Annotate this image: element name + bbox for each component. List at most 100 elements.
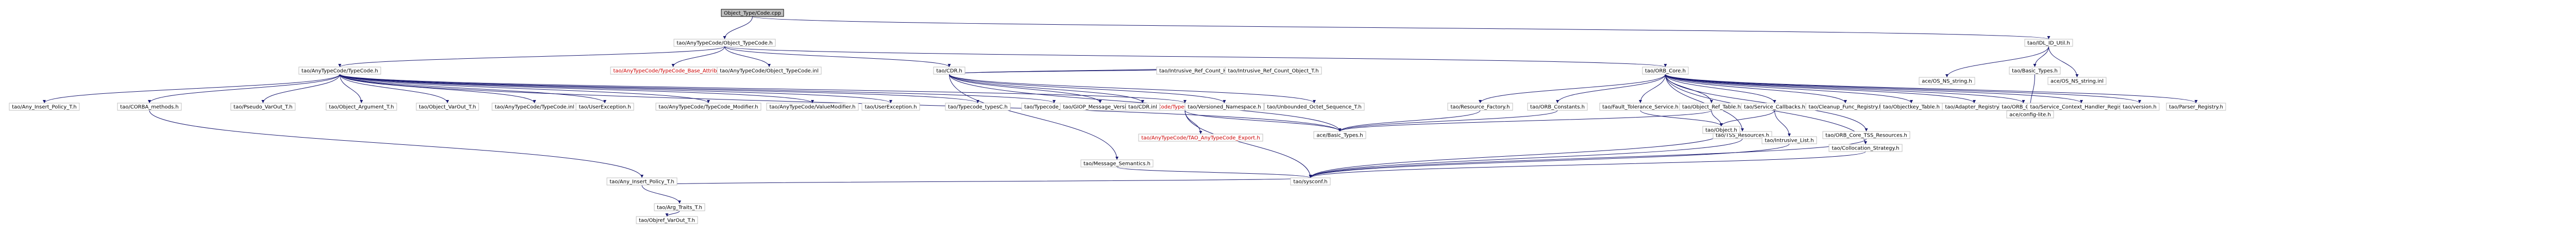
header-node[interactable]: tao/AnyTypeCode/TypeCode.h xyxy=(298,66,381,75)
header-node[interactable]: tao/Unbounded_Octet_Sequence_T.h xyxy=(1264,103,1365,111)
header-node[interactable]: tao/Object.h xyxy=(1702,126,1740,134)
include-edge xyxy=(1338,110,1712,132)
header-node[interactable]: tao/AnyTypeCode/TypeCode_Modifier.h xyxy=(655,103,761,111)
header-node[interactable]: ace/config-lite.h xyxy=(2006,110,2054,119)
header-node[interactable]: tao/Pseudo_VarOut_T.h xyxy=(230,103,296,111)
node-label: tao/TSS_Resources.h xyxy=(1716,133,1769,139)
header-node[interactable]: ace/OS_NS_string.h xyxy=(1919,77,1975,85)
header-node[interactable]: tao/Intrusive_Ref_Count_Object_T.h xyxy=(1225,66,1322,75)
include-edge xyxy=(1309,133,1722,178)
include-edge xyxy=(148,74,340,104)
header-node[interactable]: tao/CDR.h xyxy=(933,66,965,75)
header-node[interactable]: tao/Object_Argument_T.h xyxy=(326,103,397,111)
include-edge xyxy=(1665,74,1776,104)
include-edge xyxy=(1338,110,1558,132)
include-edge xyxy=(340,74,449,104)
include-edge xyxy=(949,74,1226,104)
node-label: tao/ORB_Core.inl xyxy=(2002,105,2045,110)
node-label: tao/Message_Semantics.h xyxy=(1083,161,1150,167)
node-label: tao/sysconf.h xyxy=(1293,179,1327,185)
header-node[interactable]: tao/AnyTypeCode/ValueModifier.h xyxy=(766,103,859,111)
include-edge xyxy=(665,210,680,217)
header-node[interactable]: tao/Message_Semantics.h xyxy=(1080,159,1154,168)
header-node[interactable]: tao/UserException.h xyxy=(861,103,920,111)
include-edge xyxy=(1309,138,1743,178)
header-node[interactable]: tao/CORBA_methods.h xyxy=(117,103,182,111)
root-file-node: Object_Type/Code.cpp xyxy=(721,9,784,17)
header-node[interactable]: tao/Versioned_Namespace.h xyxy=(1184,103,1264,111)
header-node[interactable]: tao/Basic_Types.h xyxy=(2009,66,2061,75)
node-label: tao/Cleanup_Func_Registry.h xyxy=(1808,105,1882,110)
include-edge xyxy=(340,74,363,104)
node-label: tao/Parser_Registry.h xyxy=(2169,105,2223,110)
header-node[interactable]: tao/Objectkey_Table.h xyxy=(1880,103,1943,111)
node-label: tao/Typecode_typesC.h xyxy=(948,105,1008,110)
include-edge xyxy=(340,74,710,104)
header-node[interactable]: tao/Any_Insert_Policy_T.h xyxy=(9,103,80,111)
header-node[interactable]: tao/ORB_Constants.h xyxy=(1527,103,1588,111)
node-label: tao/CDR.h xyxy=(936,69,962,74)
header-node[interactable]: tao/Collocation_Strategy.h xyxy=(1828,144,1903,152)
include-edge xyxy=(1309,138,1867,178)
include-edge xyxy=(340,74,979,104)
header-node[interactable]: tao/Fault_Tolerance_Service.h xyxy=(1599,103,1682,111)
header-node[interactable]: tao/Cleanup_Func_Registry.h xyxy=(1805,103,1886,111)
header-node[interactable]: tao/ORB_Core_TSS_Resources.h xyxy=(1822,131,1910,139)
include-edge xyxy=(1116,166,1312,178)
include-edge xyxy=(340,74,1187,104)
header-node[interactable]: tao/version.h xyxy=(2120,103,2160,111)
header-node[interactable]: tao/Service_Context_Handler_Registry.h xyxy=(2027,103,2136,111)
node-label: tao/ORB_Constants.h xyxy=(1530,105,1585,110)
node-label: tao/AnyTypeCode/Object_TypeCode.inl xyxy=(720,69,819,74)
header-node[interactable]: tao/Service_Callbacks.h xyxy=(1741,103,1808,111)
header-node[interactable]: tao/Parser_Registry.h xyxy=(2166,103,2226,111)
header-node[interactable]: tao/Object_VarOut_T.h xyxy=(416,103,479,111)
node-label: tao/Intrusive_Ref_Count_Object_T.h xyxy=(1228,69,1318,74)
header-node[interactable]: tao/ORB_Core.h xyxy=(1642,66,1689,75)
include-edge xyxy=(340,74,814,104)
node-label: tao/CDR.inl xyxy=(1128,105,1157,110)
header-node[interactable]: tao/AnyTypeCode/Object_TypeCode.inl xyxy=(717,66,822,75)
header-node[interactable]: tao/CDR.inl xyxy=(1125,103,1160,111)
header-node[interactable]: tao/AnyTypeCode/TAO_AnyTypeCode_Export.h xyxy=(1138,134,1263,142)
include-edge xyxy=(1665,74,2141,104)
include-edge xyxy=(752,16,2050,40)
header-node[interactable]: ace/OS_NS_string.inl xyxy=(2047,77,2107,85)
header-node[interactable]: tao/AnyTypeCode/Object_TypeCode.h xyxy=(673,39,776,47)
header-node[interactable]: tao/Any_Insert_Policy_T.h xyxy=(606,177,677,186)
node-label: tao/Objref_VarOut_T.h xyxy=(639,218,695,224)
header-node[interactable]: tao/Resource_Factory.h xyxy=(1447,103,1513,111)
header-node[interactable]: tao/Objref_VarOut_T.h xyxy=(636,216,698,224)
header-node[interactable]: tao/AnyTypeCode/TypeCode.inl xyxy=(492,103,578,111)
node-label: tao/AnyTypeCode/TypeCode_Base_Attributes… xyxy=(613,69,733,74)
header-node[interactable]: ace/Basic_Types.h xyxy=(1313,131,1366,139)
header-node[interactable]: tao/IDL_ID_Util.h xyxy=(2024,39,2073,47)
header-node[interactable]: tao/UserException.h xyxy=(575,103,634,111)
header-node[interactable]: tao/Typecode_typesC.h xyxy=(945,103,1011,111)
node-label: tao/AnyTypeCode/TAO_AnyTypeCode_Export.h xyxy=(1141,136,1260,141)
include-edge xyxy=(43,74,340,104)
node-label: tao/GIOP_Message_Version.h xyxy=(1063,105,1137,110)
node-label: tao/Any_Insert_Policy_T.h xyxy=(12,105,77,110)
node-label: tao/AnyTypeCode/Object_TypeCode.h xyxy=(676,41,772,46)
include-edge xyxy=(949,74,1118,160)
header-node[interactable]: tao/Arg_Traits_T.h xyxy=(654,203,705,211)
node-label: tao/Intrusive_Ref_Count_Handle_T.h xyxy=(1159,69,1251,74)
node-label: tao/Collocation_Strategy.h xyxy=(1832,146,1899,152)
node-label: tao/UserException.h xyxy=(865,105,917,110)
header-node[interactable]: tao/Intrusive_List.h xyxy=(1761,136,1817,144)
header-node[interactable]: tao/sysconf.h xyxy=(1290,177,1331,186)
node-label: tao/ORB_Core.h xyxy=(1645,69,1686,74)
include-edge xyxy=(1479,74,1666,104)
include-edge xyxy=(340,74,892,104)
header-node[interactable]: tao/Adapter_Registry.h xyxy=(1942,103,2007,111)
header-node[interactable]: tao/AnyTypeCode/TypeCode_Base_Attributes… xyxy=(610,66,736,75)
include-edge xyxy=(723,16,753,40)
include-edge xyxy=(949,74,1144,104)
header-node[interactable]: tao/Object_Ref_Table.h xyxy=(1679,103,1744,111)
include-edge xyxy=(149,110,643,178)
include-edge xyxy=(671,46,725,68)
node-label: tao/Resource_Factory.h xyxy=(1450,105,1510,110)
node-label: tao/Any_Insert_Policy_T.h xyxy=(609,179,674,185)
